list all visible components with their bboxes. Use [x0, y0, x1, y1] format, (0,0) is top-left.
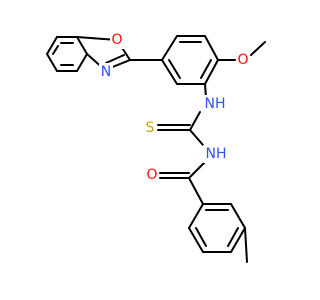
bond-lines: [46, 35, 266, 263]
bond: [46, 36, 58, 55]
bond: [200, 59, 212, 79]
bond: [188, 227, 204, 253]
bond: [161, 59, 178, 85]
bond: [230, 227, 246, 253]
bond: [46, 53, 58, 72]
bond: [168, 59, 181, 79]
bond: [188, 203, 204, 229]
bond: [204, 35, 219, 61]
atom-label: NH: [205, 96, 226, 112]
bond: [230, 203, 246, 229]
atom-label: N: [101, 64, 111, 80]
bond: [189, 111, 201, 131]
bond: [105, 54, 125, 64]
bond: [76, 36, 88, 55]
oxazole-oxygen-atom: O: [110, 31, 124, 49]
thione-sulfur-atom: S: [143, 119, 157, 137]
bond: [188, 161, 206, 179]
bond: [161, 35, 178, 61]
bond: [244, 227, 248, 263]
carbonyl-oxygen-atom: O: [145, 166, 159, 184]
oxazole-nitrogen-atom: N: [99, 63, 113, 81]
atom-label: O: [111, 32, 122, 48]
bond: [52, 45, 59, 55]
bond: [227, 227, 239, 247]
bond: [76, 53, 88, 72]
bond: [189, 129, 204, 146]
bond: [250, 41, 266, 56]
lower-nh-atom: NH: [203, 145, 229, 163]
atom-label: NH: [206, 146, 227, 162]
bond: [204, 59, 219, 85]
upper-nh-atom: NH: [202, 95, 228, 113]
bond: [188, 177, 204, 205]
atom-label: O: [146, 167, 157, 183]
atom-label: O: [237, 52, 248, 68]
atom-label: S: [146, 120, 155, 136]
methoxy-oxygen-atom: O: [236, 51, 250, 69]
molecule-structure: O N O NH S NH O: [46, 31, 266, 263]
atom-labels: O N O NH S NH O: [99, 31, 250, 184]
bond: [195, 227, 207, 247]
